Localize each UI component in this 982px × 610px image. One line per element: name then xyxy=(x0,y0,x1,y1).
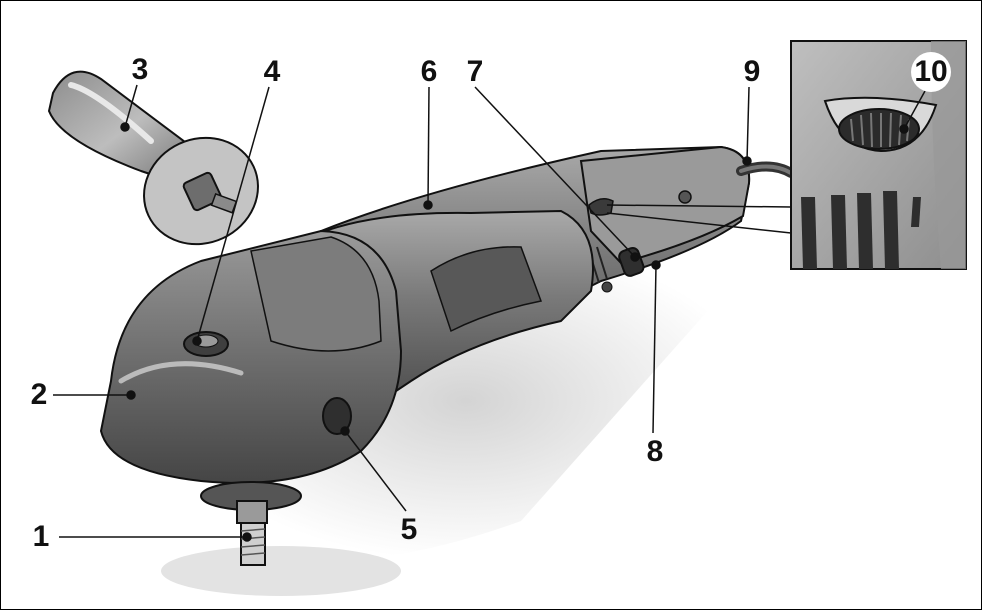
leader-lines xyxy=(53,84,926,542)
callout-9: 9 xyxy=(743,55,761,88)
floor-shadow xyxy=(171,241,761,561)
callout-1: 1 xyxy=(32,520,50,553)
callout-4: 4 xyxy=(263,55,281,88)
inset-connector-bottom xyxy=(606,212,792,234)
spindle-shadow xyxy=(161,546,401,596)
callout-6: 6 xyxy=(420,55,438,88)
callout-8: 8 xyxy=(646,435,664,468)
callout-5: 5 xyxy=(400,513,418,546)
callout-2: 2 xyxy=(30,378,48,411)
callout-3: 3 xyxy=(131,53,149,86)
callout-10: 10 xyxy=(911,52,951,92)
lock-on-button xyxy=(322,397,352,435)
spindle-nut xyxy=(236,500,268,524)
inset-vents xyxy=(801,191,921,269)
inset-connector-top xyxy=(606,204,792,208)
callout-7: 7 xyxy=(466,55,484,88)
side-handle-group xyxy=(47,70,259,246)
